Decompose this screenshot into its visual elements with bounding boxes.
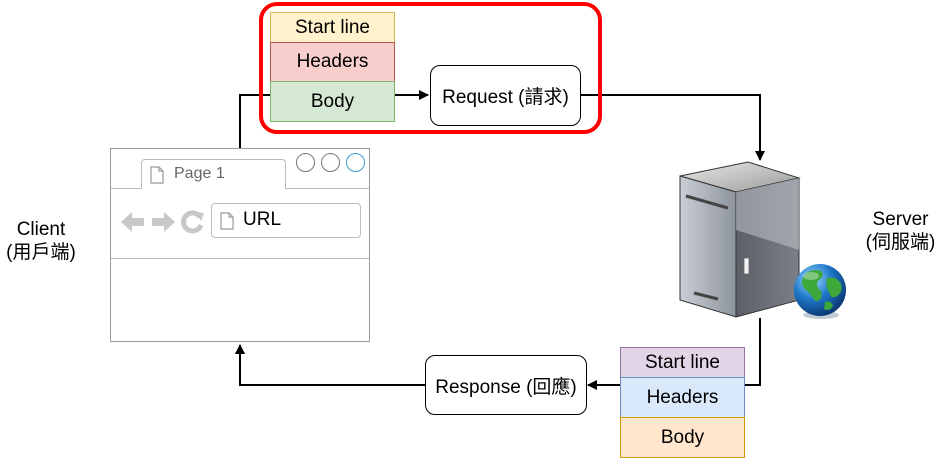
response-to-client-arrow [235, 344, 425, 386]
server-label: Server (伺服端) [858, 208, 943, 254]
client-label: Client (用戶端) [0, 218, 82, 264]
request-headers: Headers [270, 42, 395, 82]
back-arrow-icon[interactable] [121, 211, 145, 233]
tab-label: Page 1 [174, 165, 225, 182]
server-subtitle: (伺服端) [865, 232, 936, 253]
reload-icon[interactable] [181, 210, 205, 234]
maximize-button[interactable] [321, 153, 340, 172]
request-body: Body [270, 81, 395, 122]
response-label: Response (回應) [425, 355, 587, 415]
response-headers: Headers [620, 377, 745, 418]
browser-window: Page 1 URL [110, 148, 370, 342]
minimize-button[interactable] [296, 153, 315, 172]
browser-toolbar-divider [111, 258, 369, 259]
client-title: Client [16, 219, 66, 240]
server-title: Server [872, 209, 929, 230]
response-body: Body [620, 417, 745, 458]
url-text: URL [243, 209, 282, 230]
request-to-server-arrow [581, 94, 765, 161]
page-icon [150, 166, 164, 184]
browser-tab[interactable]: Page 1 [141, 159, 286, 189]
client-subtitle: (用戶端) [6, 242, 76, 263]
close-button[interactable] [346, 153, 365, 172]
page-icon [220, 212, 234, 230]
server-icon [679, 161, 801, 318]
request-label: Request (請求) [430, 65, 581, 126]
response-start-line: Start line [620, 347, 745, 378]
url-bar[interactable]: URL [211, 203, 361, 238]
forward-arrow-icon[interactable] [151, 211, 175, 233]
request-highlight-box [259, 2, 602, 134]
globe-icon [794, 264, 846, 319]
